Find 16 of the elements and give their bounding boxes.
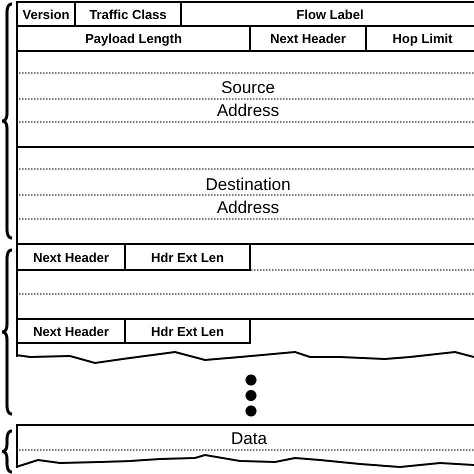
field-label: Traffic Class: [89, 8, 167, 20]
field-label: Next Header: [33, 250, 109, 264]
field-label: Source Address: [216, 77, 280, 122]
field-label: Next Header: [270, 32, 346, 45]
field-label: Payload Length: [85, 32, 182, 45]
field-label: Hdr Ext Len: [151, 324, 224, 338]
field-label: Version: [22, 8, 70, 20]
field-label: Data: [231, 430, 267, 446]
field-label: Flow Label: [296, 8, 364, 20]
header-field: [16, 318, 126, 344]
header-field: [124, 318, 251, 344]
field-label: Hop Limit: [392, 32, 452, 45]
header-field: [124, 243, 251, 271]
field-label: Next Header: [33, 324, 109, 338]
field-label: Destination Address: [204, 174, 292, 218]
field-label: Hdr Ext Len: [151, 250, 224, 264]
